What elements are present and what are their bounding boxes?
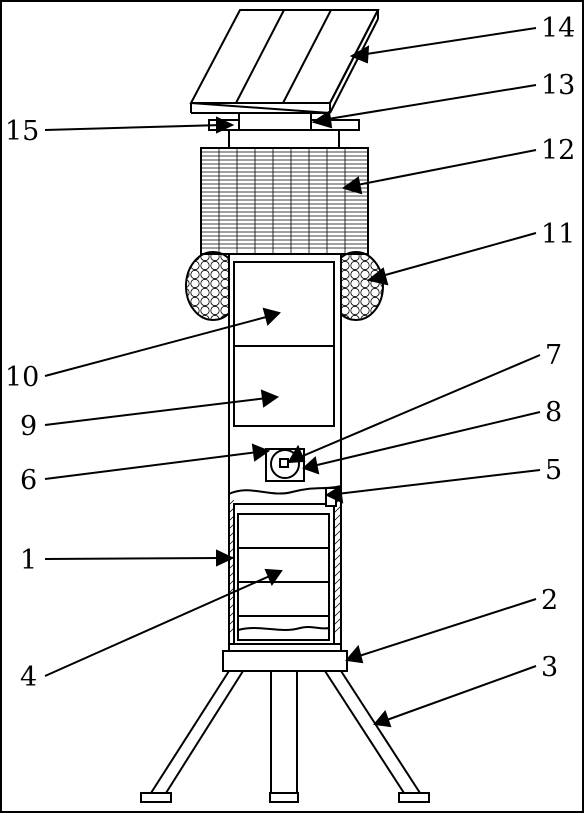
base-plate xyxy=(222,650,348,672)
battery-compartment xyxy=(228,484,342,645)
label-13: 13 xyxy=(541,70,575,101)
label-11: 11 xyxy=(541,219,575,250)
column-neck xyxy=(228,643,342,652)
panel-mount xyxy=(208,112,360,149)
label-5: 5 xyxy=(545,455,562,486)
tripod xyxy=(140,670,430,803)
label-14: 14 xyxy=(541,13,575,44)
label-2: 2 xyxy=(541,585,558,616)
label-3: 3 xyxy=(541,652,558,683)
label-6: 6 xyxy=(20,465,37,496)
label-7: 7 xyxy=(545,340,562,371)
label-15: 15 xyxy=(5,116,39,147)
label-8: 8 xyxy=(545,397,562,428)
solar-panel xyxy=(189,9,380,114)
leader-lines xyxy=(44,27,541,728)
label-12: 12 xyxy=(541,135,575,166)
grille-housing xyxy=(200,147,369,255)
label-4: 4 xyxy=(20,662,37,693)
label-10: 10 xyxy=(5,362,39,393)
label-1: 1 xyxy=(20,545,37,576)
label-9: 9 xyxy=(20,411,37,442)
labels: 14 13 15 12 11 10 7 8 9 6 5 1 2 3 4 xyxy=(5,13,575,693)
